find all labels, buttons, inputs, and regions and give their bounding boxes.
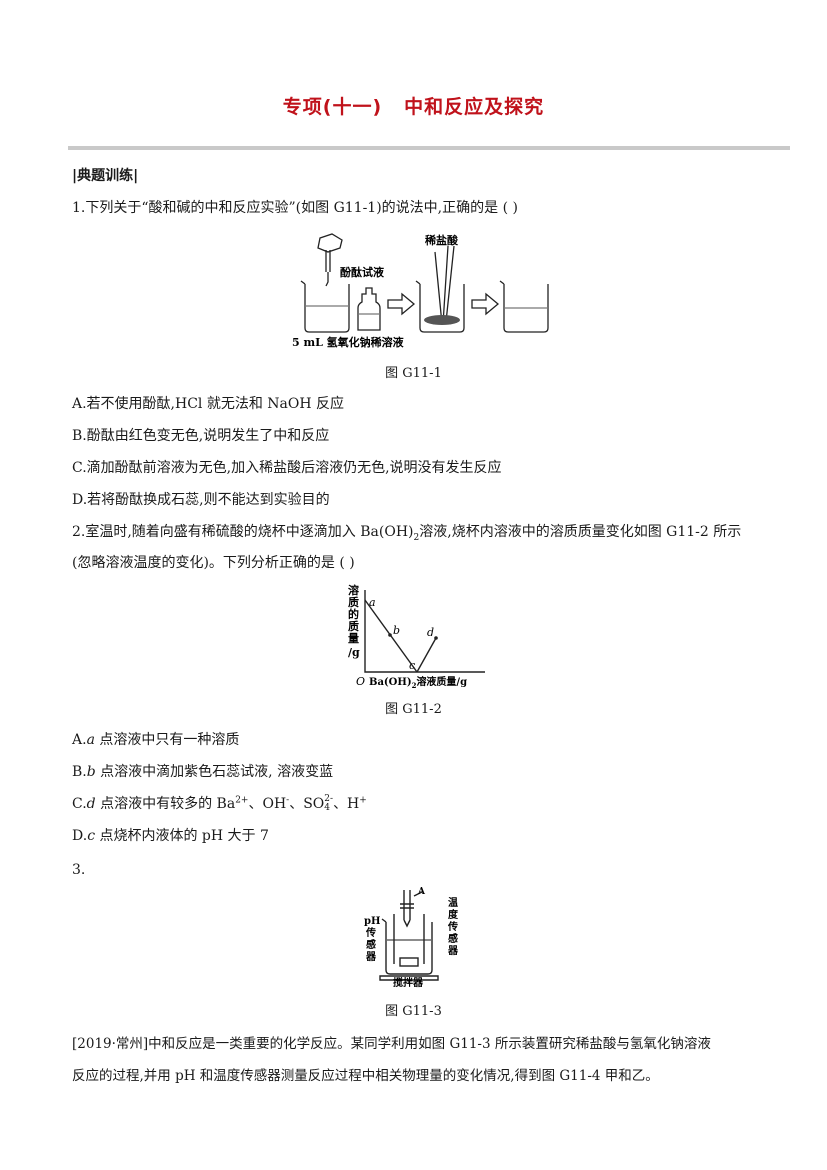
q2-option-c-point: d — [86, 796, 96, 812]
figure-g11-3: A pH 传 感 器 温 度 传 感 器 搅拌器 — [364, 887, 459, 988]
xlabel: Ba(OH)2溶液质量/g — [369, 675, 467, 690]
temp-label-4: 感 — [448, 932, 458, 945]
q2-stem-1-sub: 2 — [413, 532, 420, 543]
chart-axes — [364, 590, 485, 673]
beaker-2-icon — [415, 280, 465, 333]
stirring-rod-icon — [434, 245, 455, 325]
point-d-label: d — [427, 626, 434, 639]
label-acid: 稀盐酸 — [425, 233, 459, 247]
indicator-bottle-icon — [357, 287, 381, 331]
q3-text-line-1: [2019·常州]中和反应是一类重要的化学反应。某同学利用如图 G11-3 所示… — [72, 1036, 711, 1052]
q1-option-b: B.酚酞由红色变无色,说明发生了中和反应 — [72, 428, 330, 444]
figure-g11-2: 溶 质 的 质 量 /g a b c d O Ba(OH)2溶液质量/g — [348, 584, 485, 690]
point-c-label: c — [409, 659, 415, 672]
temp-label-3: 传 — [447, 920, 458, 933]
chart-line-ascending — [416, 637, 437, 673]
q2-option-b-text: 点溶液中滴加紫色石蕊试液, 溶液变蓝 — [95, 764, 334, 780]
xlabel-b: 溶液质量/g — [416, 675, 467, 688]
xlabel-a: Ba(OH) — [369, 677, 412, 688]
ph-label-2: 传 — [365, 926, 376, 939]
so4-scripts: 2-4 — [324, 795, 333, 813]
origin-label: O — [356, 675, 365, 688]
stirrer-label: 搅拌器 — [393, 976, 424, 988]
temp-label-5: 器 — [447, 945, 459, 957]
temp-label-2: 度 — [448, 908, 459, 921]
q2-option-d-text: 点烧杯内液体的 pH 大于 7 — [95, 828, 269, 844]
q2-option-d-prefix: D. — [72, 828, 88, 844]
ph-label-1: pH — [364, 916, 380, 927]
arrow-right-icon — [471, 292, 500, 316]
label-base: 5 mL 氢氧化钠稀溶液 — [292, 335, 405, 349]
q2-stem-line-1: 2.室温时,随着向盛有稀硫酸的烧杯中逐滴加入 Ba(OH)2溶液,烧杯内溶液中的… — [72, 522, 741, 542]
q2-option-a-prefix: A. — [72, 732, 87, 748]
q2-option-b-prefix: B. — [72, 764, 87, 780]
caption-g11-2: 图 G11-2 — [385, 702, 442, 717]
q2-stem-1a: 2.室温时,随着向盛有稀硫酸的烧杯中逐滴加入 Ba(OH) — [72, 524, 414, 540]
point-b-label: b — [393, 624, 400, 637]
oh-charge: - — [286, 795, 290, 806]
caption-g11-3: 图 G11-3 — [385, 1004, 442, 1019]
q2-option-a-point: a — [86, 732, 95, 748]
ph-label-4: 器 — [365, 951, 377, 963]
ylabel-char-1: 溶 — [348, 584, 359, 597]
burette-icon — [403, 890, 411, 928]
q2-stem-line-2: (忽略溶液温度的变化)。下列分析正确的是 ( ) — [72, 555, 355, 571]
q1-option-c: C.滴加酚酞前溶液为无色,加入稀盐酸后溶液仍无色,说明没有发生反应 — [72, 460, 502, 476]
so-ion: 、SO — [289, 796, 325, 812]
page-title-left: 专项(十一) — [282, 96, 383, 118]
chart-point-d — [434, 636, 438, 640]
ba-charge: 2+ — [235, 795, 249, 806]
section-label: |典题训练| — [72, 168, 139, 184]
ylabel-char-5: 量 — [348, 632, 359, 645]
page-title: 专项(十一) 中和反应及探究 — [0, 92, 827, 119]
point-a-label: a — [369, 596, 376, 609]
label-a: A — [417, 887, 426, 897]
ph-label-3: 感 — [366, 938, 376, 951]
page-title-right: 中和反应及探究 — [404, 96, 545, 118]
h-charge: + — [359, 795, 367, 806]
q2-option-c-text: 点溶液中有较多的 Ba — [95, 796, 236, 812]
so4-subscript: 4 — [324, 803, 331, 813]
stirrer-icon — [399, 957, 419, 967]
ylabel-char-4: 质 — [348, 619, 359, 633]
q2-stem-1b: 溶液,烧杯内溶液中的溶质质量变化如图 G11-2 所示 — [419, 524, 742, 540]
q1-option-a: A.若不使用酚酞,HCl 就无法和 NaOH 反应 — [72, 396, 345, 412]
ylabel-char-2: 质 — [348, 595, 359, 609]
q2-option-d: D.c 点烧杯内液体的 pH 大于 7 — [72, 826, 269, 846]
beaker-3-icon — [499, 280, 549, 333]
q2-option-b-point: b — [86, 764, 96, 780]
beaker-icon — [381, 918, 433, 975]
oh-ion: 、OH — [248, 796, 287, 812]
q2-option-d-point: c — [87, 828, 96, 844]
temp-label-1: 温 — [448, 896, 458, 909]
h-ion: 、H — [333, 796, 360, 812]
ylabel-char-3: 的 — [348, 607, 359, 621]
arrow-right-icon — [387, 292, 416, 316]
ylabel-char-6: /g — [348, 646, 360, 659]
q3-number: 3. — [72, 862, 86, 878]
q2-option-a: A.a 点溶液中只有一种溶质 — [72, 730, 239, 750]
label-indicator: 酚酞试液 — [340, 265, 385, 279]
chart-point-b — [388, 633, 392, 637]
so4-charge: 2- — [324, 794, 334, 804]
caption-g11-1: 图 G11-1 — [385, 366, 442, 381]
title-divider — [68, 146, 790, 150]
q2-option-a-text: 点溶液中只有一种溶质 — [94, 732, 240, 748]
q1-stem: 1.下列关于“酸和碱的中和反应实验”(如图 G11-1)的说法中,正确的是 ( … — [72, 200, 518, 216]
hand-icon — [317, 233, 343, 253]
q2-option-c-prefix: C. — [72, 796, 87, 812]
xlabel-sub: 2 — [412, 681, 417, 690]
q3-text-line-2: 反应的过程,并用 pH 和温度传感器测量反应过程中相关物理量的变化情况,得到图 … — [72, 1068, 659, 1084]
q1-option-d: D.若将酚酞换成石蕊,则不能达到实验目的 — [72, 492, 330, 508]
q2-option-b: B.b 点溶液中滴加紫色石蕊试液, 溶液变蓝 — [72, 762, 333, 782]
figure-g11-1: 酚酞试液 稀盐酸 5 mL 氢氧化钠稀溶液 — [292, 233, 549, 349]
beaker-1-icon — [300, 280, 350, 333]
